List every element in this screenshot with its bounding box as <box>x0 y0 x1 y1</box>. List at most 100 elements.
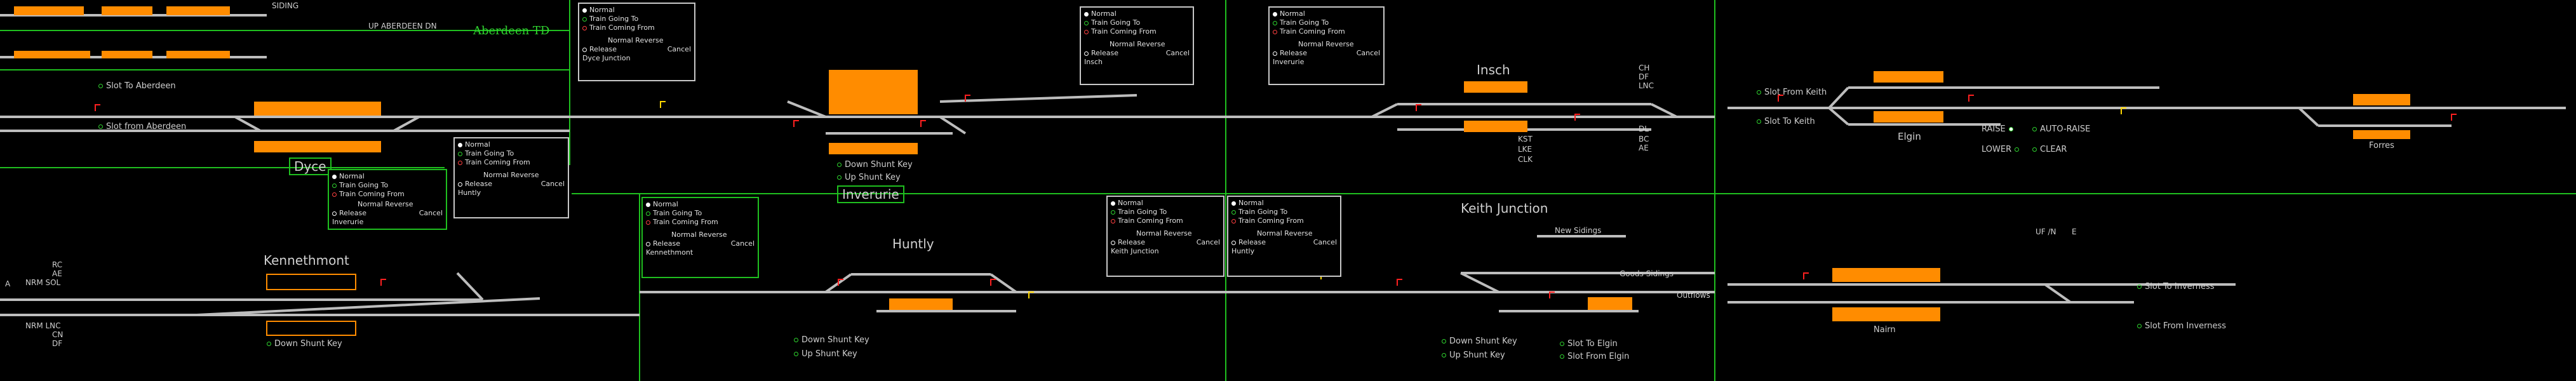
destination-label: Keith Junction <box>1111 247 1159 255</box>
going-option[interactable]: Train Going To <box>1084 18 1190 27</box>
cancel-button[interactable]: Cancel <box>1356 49 1380 57</box>
coming-option[interactable]: Train Coming From <box>582 23 691 32</box>
shunt-key-label: Down Shunt Key <box>802 335 869 345</box>
slot-from-elgin[interactable]: Slot From Elgin <box>1560 352 1629 361</box>
normal-option[interactable]: Normal <box>332 172 443 181</box>
huntly-up-shunt-key[interactable]: Up Shunt Key <box>794 349 857 359</box>
normal-reverse-label: Normal Reverse <box>1257 229 1313 237</box>
cancel-button[interactable]: Cancel <box>419 209 443 217</box>
raise-button[interactable]: RAISE <box>1982 124 2013 134</box>
slot-from-aberdeen-label: Slot from Aberdeen <box>106 122 187 131</box>
keith-up-shunt-key[interactable]: Up Shunt Key <box>1442 351 1505 360</box>
coming-option[interactable]: Train Coming From <box>646 218 755 227</box>
going-radio-icon <box>458 151 462 156</box>
coming-radio-icon <box>1273 29 1277 34</box>
platform-outlines <box>266 274 356 336</box>
going-radio-icon <box>332 183 337 188</box>
coming-radio-icon <box>1084 29 1089 34</box>
normal-option[interactable]: Normal <box>582 6 691 15</box>
cancel-button[interactable]: Cancel <box>1196 238 1220 246</box>
slot-to-inverness[interactable]: Slot To Inverness <box>2137 282 2215 291</box>
normal-option[interactable]: Normal <box>646 200 755 209</box>
new-sidings-label: New Sidings <box>1555 226 1602 235</box>
going-option[interactable]: Train Going To <box>332 181 443 190</box>
going-radio-icon <box>582 17 587 22</box>
cancel-button[interactable]: Cancel <box>730 239 755 248</box>
huntly-down-shunt-key[interactable]: Down Shunt Key <box>794 335 869 345</box>
auto-raise-button[interactable]: AUTO-RAISE <box>2032 124 2090 134</box>
normal-option[interactable]: Normal <box>1111 199 1220 208</box>
going-option[interactable]: Train Going To <box>1273 18 1380 27</box>
release-button[interactable]: Release <box>458 180 492 189</box>
slot-to-aberdeen[interactable]: Slot To Aberdeen <box>98 81 176 91</box>
slot-from-aberdeen-indicator <box>98 124 103 129</box>
cancel-button[interactable]: Cancel <box>1313 238 1337 246</box>
release-button[interactable]: Release <box>332 209 366 218</box>
slot-label: Slot From Elgin <box>1567 352 1630 361</box>
coming-option[interactable]: Train Coming From <box>458 158 565 167</box>
kennethmont-down-shunt-key[interactable]: Down Shunt Key <box>267 339 342 349</box>
shunt-key-label: Down Shunt Key <box>274 339 342 349</box>
e-label: E <box>2072 227 2077 236</box>
release-radio-icon <box>646 241 650 246</box>
release-button[interactable]: Release <box>1111 238 1145 247</box>
siding-label: SIDING <box>272 1 299 10</box>
release-button[interactable]: Release <box>582 45 617 54</box>
normal-radio-icon <box>332 174 337 179</box>
slot-from-inverness[interactable]: Slot From Inverness <box>2137 321 2226 331</box>
coming-option[interactable]: Train Coming From <box>332 190 443 199</box>
lower-label: LOWER <box>1982 145 2012 154</box>
inverurie-down-shunt-key[interactable]: Down Shunt Key <box>837 160 913 170</box>
coming-option[interactable]: Train Coming From <box>1111 217 1220 225</box>
slot-from-keith[interactable]: Slot From Keith <box>1757 88 1827 97</box>
slot-to-elgin[interactable]: Slot To Elgin <box>1560 339 1618 349</box>
destination-label: Huntly <box>458 189 481 197</box>
section-title-dyce: Dyce <box>289 157 332 175</box>
normal-option[interactable]: Normal <box>458 140 565 149</box>
normal-label: Normal <box>1238 199 1264 207</box>
slot-indicator <box>1560 354 1564 359</box>
coming-option[interactable]: Train Coming From <box>1273 27 1380 36</box>
release-box-keith-huntly: Normal Train Going To Train Coming From … <box>1227 196 1341 277</box>
coming-option[interactable]: Train Coming From <box>1084 27 1190 36</box>
normal-option[interactable]: Normal <box>1084 10 1190 18</box>
destination-label: Inverurie <box>1273 58 1305 66</box>
shunt-key-indicator <box>837 163 842 167</box>
cancel-button[interactable]: Cancel <box>540 180 565 188</box>
going-option[interactable]: Train Going To <box>1111 208 1220 217</box>
coming-option[interactable]: Train Coming From <box>1231 217 1337 225</box>
slot-to-keith[interactable]: Slot To Keith <box>1757 117 1815 126</box>
lower-indicator <box>2015 147 2020 152</box>
lower-button[interactable]: LOWER <box>1982 145 2020 154</box>
going-option[interactable]: Train Going To <box>646 209 755 218</box>
release-button[interactable]: Release <box>1231 238 1266 247</box>
cancel-button[interactable]: Cancel <box>1165 49 1190 57</box>
going-option[interactable]: Train Going To <box>458 149 565 158</box>
slot-indicator <box>1757 119 1761 124</box>
release-button[interactable]: Release <box>1273 49 1307 58</box>
going-option[interactable]: Train Going To <box>1231 208 1337 217</box>
inverurie-up-shunt-key[interactable]: Up Shunt Key <box>837 173 901 182</box>
release-button[interactable]: Release <box>1084 49 1118 58</box>
shunt-key-indicator <box>267 342 271 346</box>
release-box-dyce-lower: Normal Train Going To Train Coming From … <box>328 169 447 230</box>
release-radio-icon <box>458 182 462 187</box>
release-radio-icon <box>332 211 337 216</box>
clear-button[interactable]: CLEAR <box>2032 145 2067 154</box>
slot-label: Slot From Inverness <box>2145 321 2227 331</box>
insch-code-lke: LKE <box>1518 145 1533 154</box>
normal-option[interactable]: Normal <box>1231 199 1337 208</box>
keith-down-shunt-key[interactable]: Down Shunt Key <box>1442 337 1517 346</box>
goods-sidings-label: Goods Sidings <box>1620 269 1674 278</box>
section-title-kennethmont: Kennethmont <box>264 253 349 268</box>
release-button[interactable]: Release <box>646 239 680 248</box>
coming-radio-icon <box>1231 218 1236 224</box>
normal-option[interactable]: Normal <box>1273 10 1380 18</box>
destination-label: Dyce Junction <box>582 54 631 62</box>
slot-label: Slot To Inverness <box>2145 282 2215 291</box>
uf-n-label: UF /N <box>2036 227 2056 236</box>
slot-label: Slot To Elgin <box>1567 339 1618 349</box>
cancel-button[interactable]: Cancel <box>667 45 691 53</box>
slot-from-aberdeen[interactable]: Slot from Aberdeen <box>98 122 186 131</box>
going-option[interactable]: Train Going To <box>582 15 691 23</box>
